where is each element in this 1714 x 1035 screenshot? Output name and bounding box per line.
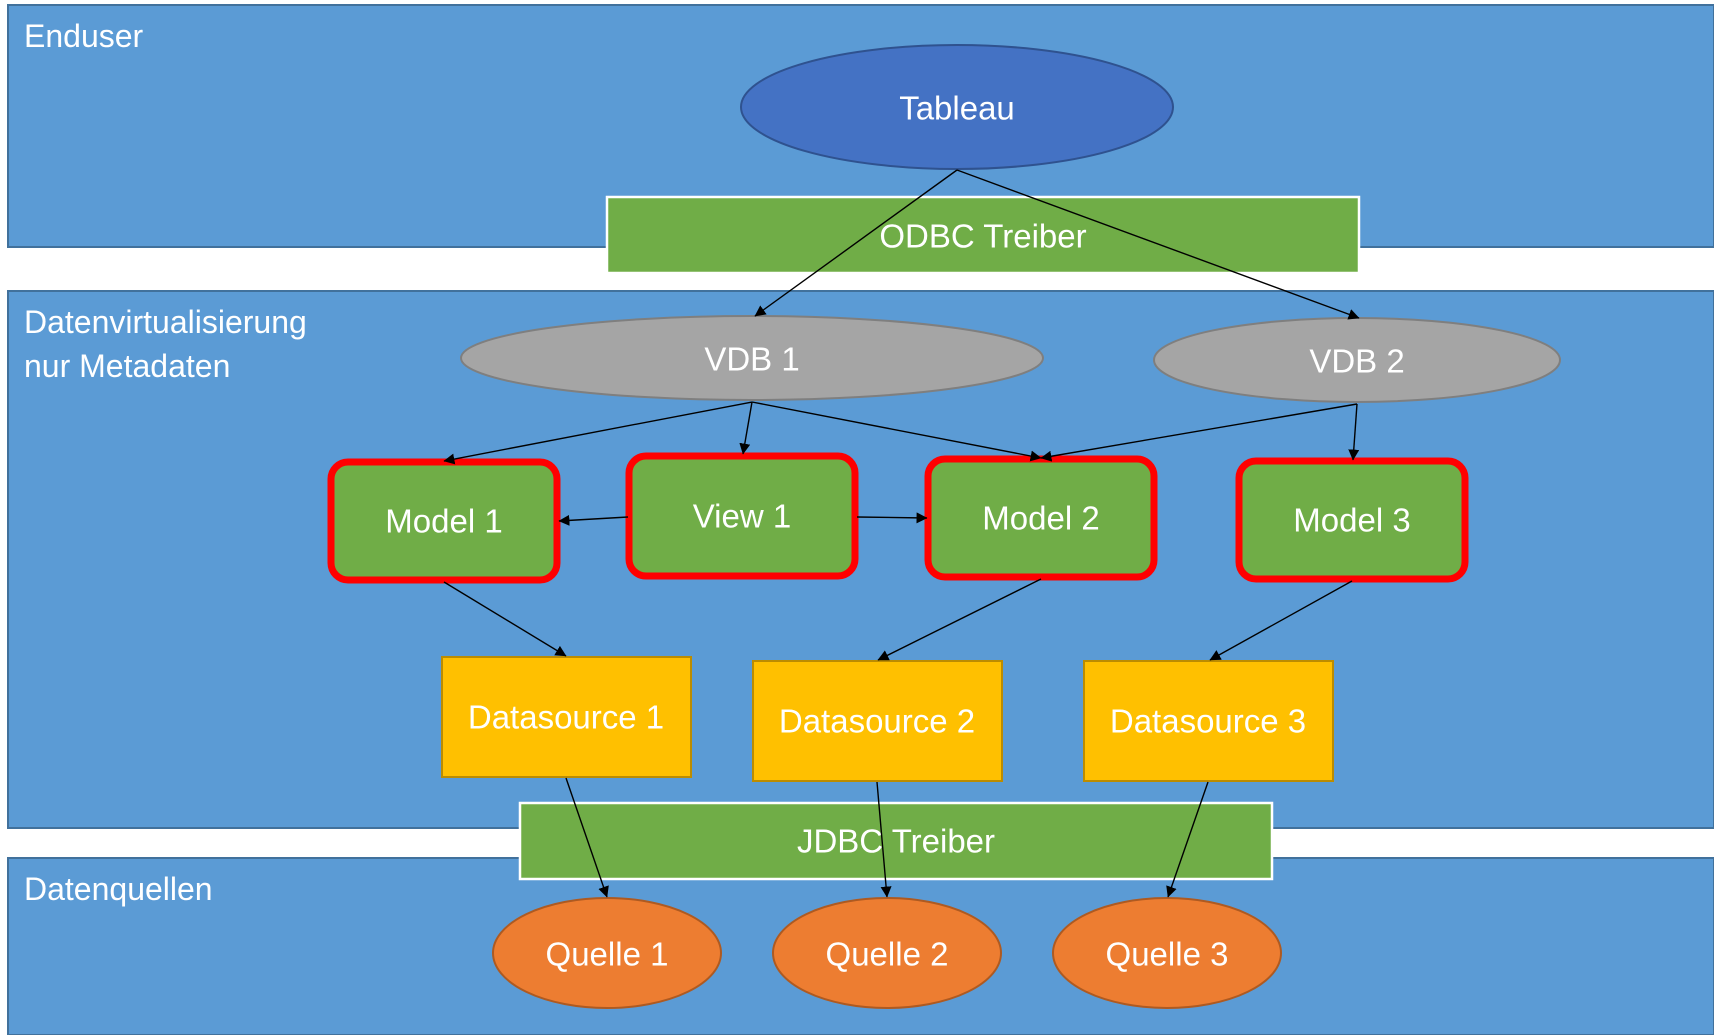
odbc-driver-label: ODBC Treiber	[879, 218, 1086, 255]
tableau-label: Tableau	[899, 90, 1015, 127]
quelle2-label: Quelle 2	[826, 936, 949, 973]
model2-label: Model 2	[982, 500, 1099, 537]
odbc-driver-bar	[605, 195, 1361, 275]
arrow-vdb1-model1	[443, 401, 753, 465]
vdb2-label: VDB 2	[1309, 343, 1404, 380]
datasource1-label: Datasource 1	[468, 699, 664, 736]
arrow-vdb1-view1	[739, 401, 753, 455]
arrow-model1-datasource1	[443, 581, 567, 657]
jdbc-driver-label: JDBC Treiber	[797, 823, 995, 860]
arrow-vdb2-model3	[1348, 403, 1360, 461]
layer-label-enduser: Enduser	[24, 18, 144, 54]
quelle2-node	[772, 897, 1002, 1009]
layer-label-sources: Datenquellen	[24, 871, 213, 907]
datasource2-label: Datasource 2	[779, 703, 975, 740]
arrow-model3-datasource3	[1209, 580, 1353, 661]
quelle3-node	[1052, 897, 1282, 1009]
datasource3-node	[1083, 660, 1334, 782]
model3-label: Model 3	[1293, 502, 1410, 539]
model3-node	[1235, 457, 1469, 583]
arrow-datasource3-quelle3	[1166, 781, 1209, 898]
model1-label: Model 1	[385, 503, 502, 540]
arrow-tableau-vdb2	[956, 169, 1360, 320]
datasource2-node	[752, 660, 1003, 782]
arrow-datasource1-quelle1	[565, 777, 609, 898]
arrow-tableau-vdb1	[754, 169, 958, 317]
jdbc-driver-bar	[518, 801, 1274, 881]
arrow-vdb1-model2	[751, 401, 1042, 462]
datasource3-label: Datasource 3	[1110, 703, 1306, 740]
tableau-node	[740, 44, 1174, 170]
quelle1-node	[492, 897, 722, 1009]
quelle3-label: Quelle 3	[1106, 936, 1229, 973]
view1-label: View 1	[693, 498, 791, 535]
quelle1-label: Quelle 1	[546, 936, 669, 973]
layer-label-virtualization: Datenvirtualisierung	[24, 304, 307, 340]
datasource1-node	[441, 656, 692, 778]
arrow-model2-datasource2	[877, 578, 1042, 661]
vdb1-node	[460, 315, 1044, 401]
vdb1-label: VDB 1	[704, 341, 799, 378]
arrow-datasource2-quelle2	[876, 781, 892, 898]
layer-label-virtualization-sub: nur Metadaten	[24, 348, 230, 384]
arrow-vdb2-model2	[1040, 403, 1358, 462]
view1-node	[625, 452, 859, 580]
arrow-view1-model1	[558, 514, 629, 526]
arrow-view1-model2	[856, 512, 928, 524]
